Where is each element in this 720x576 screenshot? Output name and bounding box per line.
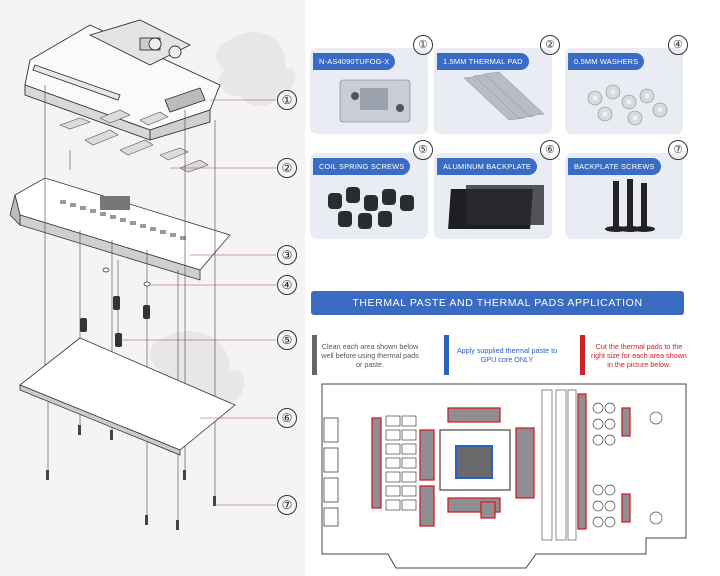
part-number-badge: ①	[413, 35, 433, 55]
callout-7: ⑦	[277, 495, 297, 515]
part-card-thermal-pad: 1.5MM THERMAL PAD	[434, 48, 552, 134]
callout-6: ⑥	[277, 408, 297, 428]
part-label: N-AS4090TUFOG-X	[313, 53, 396, 70]
callout-1: ①	[277, 90, 297, 110]
pcb-application-diagram	[321, 383, 687, 569]
thermal-pad-icon	[463, 71, 545, 121]
instruction-text: Apply supplied thermal paste to GPU core…	[456, 346, 558, 364]
washers-icon	[102, 267, 151, 287]
part-number-badge: ④	[668, 35, 688, 55]
part-number-badge: ⑥	[540, 140, 560, 160]
instruction-paste: Apply supplied thermal paste to GPU core…	[444, 335, 562, 375]
backplate-icon	[448, 185, 544, 229]
part-label: 1.5MM THERMAL PAD	[437, 53, 529, 70]
backplate-screws-icon	[605, 179, 655, 232]
callout-3: ③	[277, 245, 297, 265]
part-card-backplate-screws: BACKPLATE SCREWS	[565, 153, 683, 239]
part-card-backplate: ALUMINUM BACKPLATE	[434, 153, 552, 239]
section-title: THERMAL PASTE AND THERMAL PADS APPLICATI…	[311, 291, 684, 315]
callout-2: ②	[277, 158, 297, 178]
thermal-pad-icon	[59, 109, 209, 173]
backplate-icon	[19, 337, 236, 456]
part-card-waterblock: N-AS4090TUFOG-X	[310, 48, 428, 134]
backplate-screws-icon	[46, 425, 216, 530]
pcb-board	[9, 177, 231, 281]
waterblock-icon	[339, 79, 411, 123]
part-card-washers: 0.5MM WASHERS	[565, 48, 683, 134]
instruction-pads: Cut the thermal pads to the right size f…	[580, 335, 690, 375]
instruction-color-bar	[580, 335, 585, 375]
part-label: ALUMINUM BACKPLATE	[437, 158, 538, 175]
instruction-text: Clean each area shown below well before …	[321, 341, 419, 369]
instruction-clean: Clean each area shown below well before …	[312, 335, 420, 375]
part-label: 0.5MM WASHERS	[568, 53, 645, 70]
part-number-badge: ⑤	[413, 140, 433, 160]
washers-icon	[587, 84, 668, 126]
callout-4: ④	[277, 275, 297, 295]
spring-screws-icon	[80, 296, 150, 347]
part-number-badge: ②	[540, 35, 560, 55]
part-number-badge: ⑦	[668, 140, 688, 160]
exploded-view-drawing	[9, 19, 296, 530]
callout-5: ⑤	[277, 330, 297, 350]
part-label: COIL SPRING SCREWS	[313, 158, 411, 175]
spring-screws-icon	[328, 187, 414, 229]
part-card-spring-screws: COIL SPRING SCREWS	[310, 153, 428, 239]
part-label: BACKPLATE SCREWS	[568, 158, 661, 175]
instruction-color-bar	[444, 335, 449, 375]
instruction-text: Cut the thermal pads to the right size f…	[591, 341, 687, 369]
instruction-color-bar	[312, 335, 317, 375]
waterblock-icon	[24, 19, 221, 141]
callout-leaders	[120, 99, 276, 506]
